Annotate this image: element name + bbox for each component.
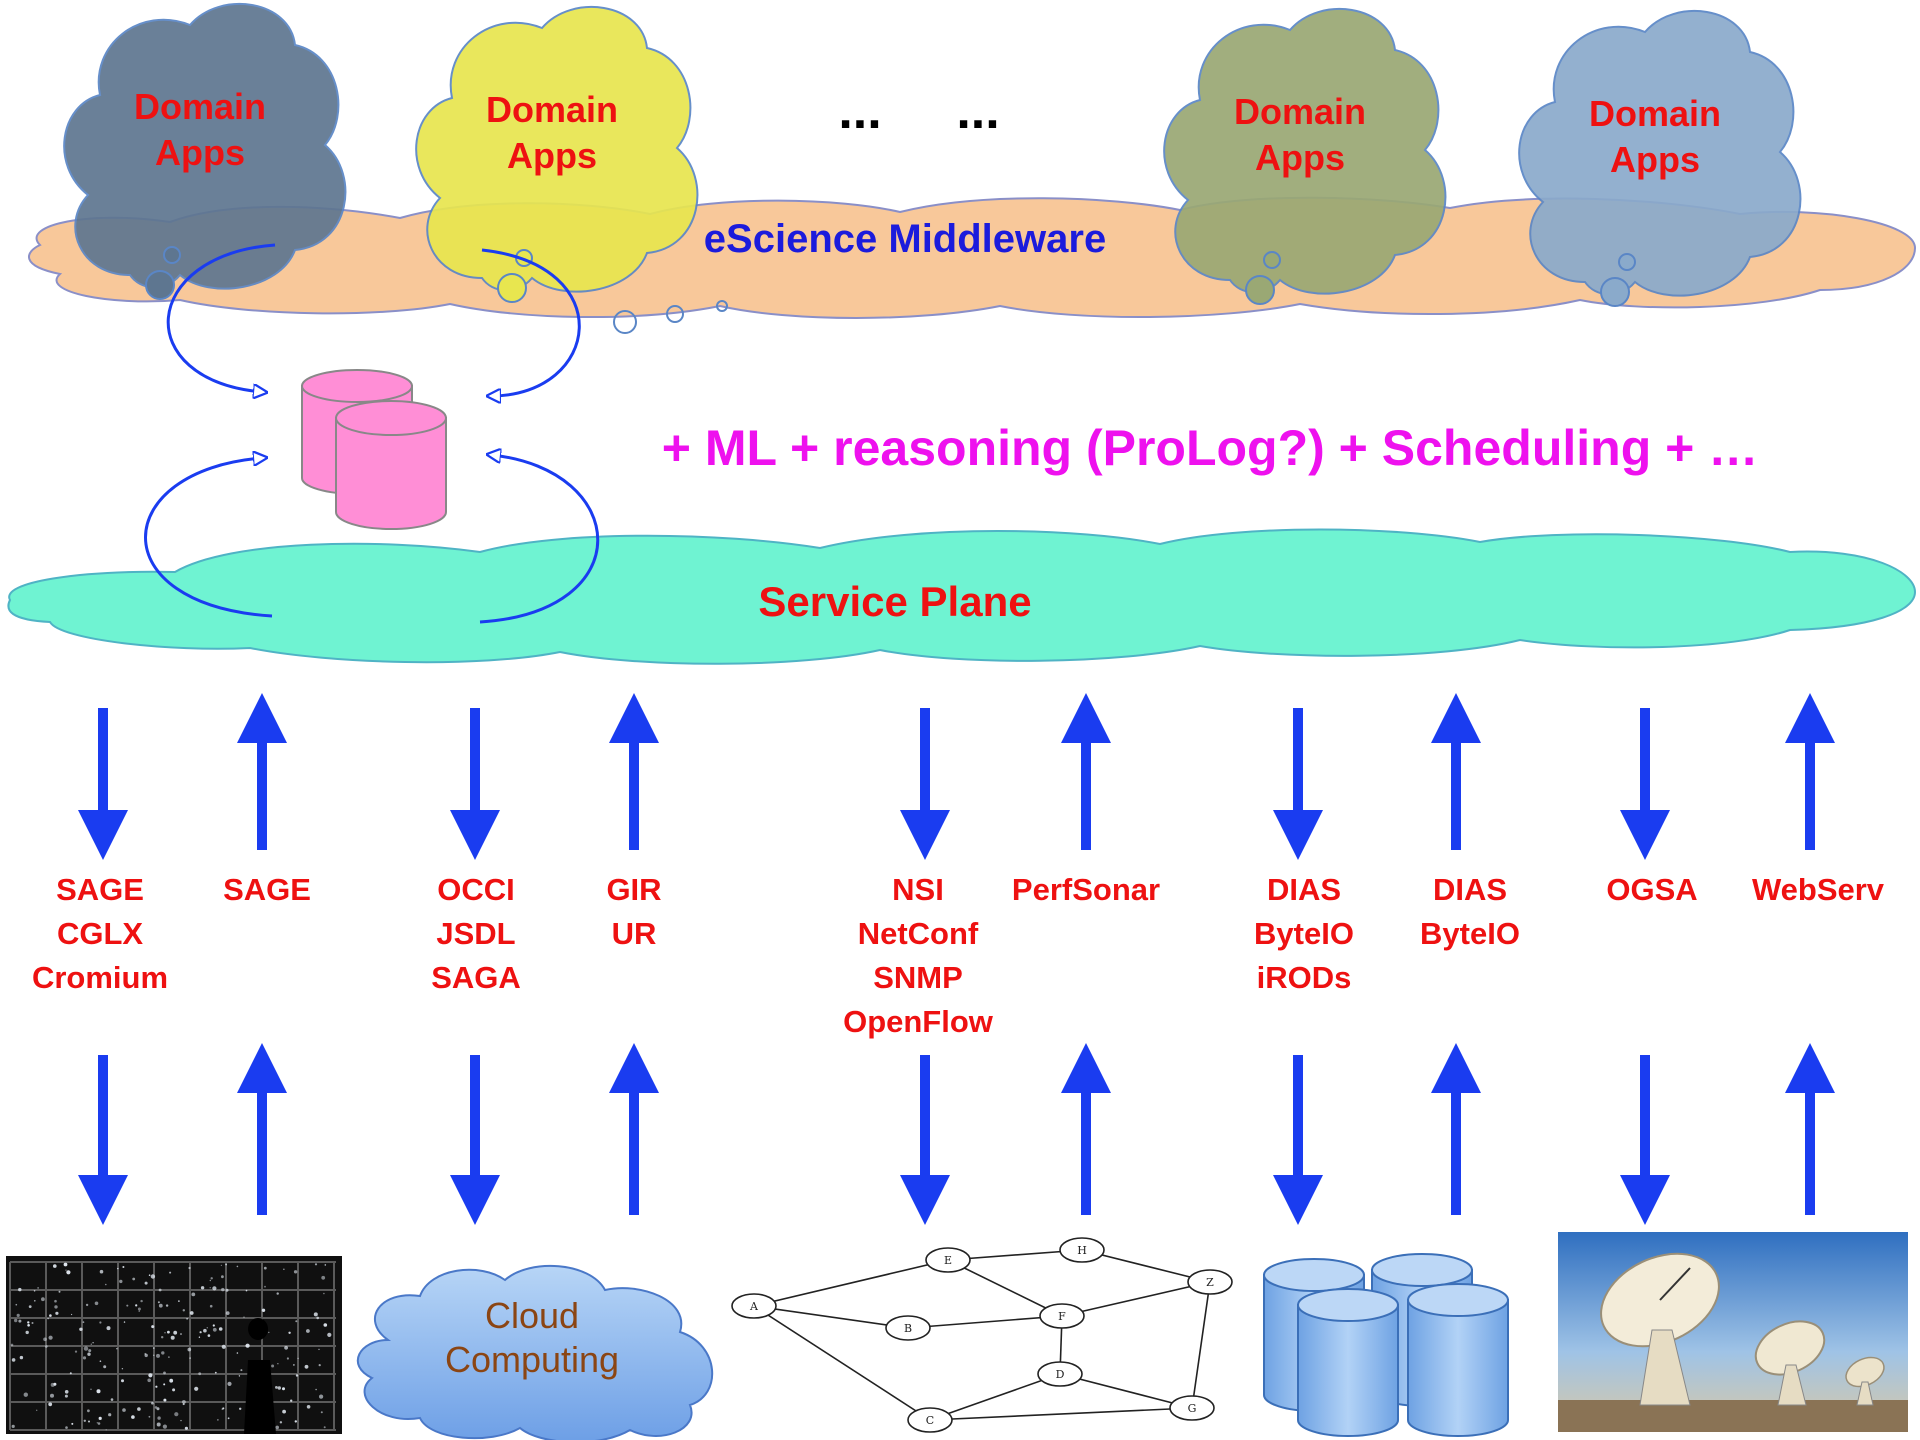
database-front: [335, 400, 447, 530]
reasoning-label: + ML + reasoning (ProLog?) + Scheduling …: [662, 420, 1758, 476]
bubble: [716, 300, 728, 312]
protocol-label: ByteIO: [1254, 916, 1354, 951]
protocol-label: CGLX: [57, 916, 143, 951]
domain-app-label-line1: Domain: [134, 86, 266, 127]
feedback-arrows: [144, 243, 600, 624]
domain-app-label-line2: Apps: [507, 135, 597, 176]
storage-cylinder-front-left: [1297, 1288, 1399, 1437]
protocol-label: Cromium: [32, 960, 168, 995]
graph-edge: [1191, 1281, 1211, 1409]
satellite-dish-large: [1600, 1252, 1720, 1406]
person-silhouette: [244, 1318, 276, 1434]
tiled-display-photo: [6, 1256, 342, 1434]
protocol-label: NetConf: [858, 916, 979, 951]
protocol-labels: SAGE CGLX Cromium SAGE OCCI JSDL SAGA GIR UR NSI N…: [32, 872, 1885, 1039]
storage-cylinder-front-right: [1407, 1283, 1509, 1437]
protocol-label: GIR: [606, 872, 661, 907]
protocol-label: SAGE: [56, 872, 144, 907]
graph-edge: [1061, 1281, 1211, 1317]
domain-app-label-line1: Domain: [1589, 93, 1721, 134]
service-plane-label: Service Plane: [758, 578, 1031, 625]
protocol-label: OpenFlow: [843, 1004, 994, 1039]
graph-edge: [753, 1305, 931, 1421]
bubble: [666, 305, 684, 323]
svg-text:C: C: [926, 1414, 934, 1427]
cloud-computing-line1: Cloud: [485, 1295, 579, 1336]
network-graph: A B C D E F G H Z: [731, 1237, 1233, 1433]
domain-app-label-line1: Domain: [486, 89, 618, 130]
graph-node-g: G: [1169, 1395, 1215, 1421]
svg-text:B: B: [904, 1322, 912, 1335]
ellipsis-left: ...: [838, 82, 881, 140]
domain-app-label-line2: Apps: [155, 132, 245, 173]
svg-text:H: H: [1077, 1244, 1087, 1257]
satellite-dish-small: [1845, 1356, 1885, 1406]
cloud-computing-line2: Computing: [445, 1339, 619, 1380]
graph-node-a: A: [731, 1293, 777, 1319]
svg-text:Z: Z: [1206, 1276, 1214, 1289]
protocol-label: SNMP: [873, 960, 963, 995]
svg-text:A: A: [749, 1300, 759, 1313]
protocol-label: DIAS: [1267, 872, 1341, 907]
graph-node-f: F: [1039, 1303, 1085, 1329]
service-plane-cloud: Service Plane: [7, 528, 1917, 665]
knowledge-databases: [301, 369, 447, 530]
graph-edge: [1059, 1373, 1193, 1409]
graph-node-d: D: [1037, 1361, 1083, 1387]
graph-edge: [947, 1259, 1063, 1317]
svg-text:E: E: [944, 1254, 952, 1267]
domain-app-label-line2: Apps: [1610, 139, 1700, 180]
graph-edge: [753, 1305, 909, 1329]
storage-cylinders: [1263, 1253, 1509, 1437]
protocol-label: iRODs: [1257, 960, 1352, 995]
protocol-label: SAGA: [431, 960, 521, 995]
curved-arrow-bottom-right: [479, 455, 600, 624]
protocol-label: ByteIO: [1420, 916, 1520, 951]
graph-edge: [929, 1373, 1061, 1421]
graph-node-e: E: [925, 1247, 971, 1273]
ellipsis-right: ...: [956, 82, 999, 140]
graph-edge: [753, 1259, 949, 1307]
curved-arrow-bottom-left: [144, 458, 273, 618]
graph-edge: [1081, 1249, 1211, 1283]
protocol-label: PerfSonar: [1012, 872, 1160, 907]
domain-app-label-line1: Domain: [1234, 91, 1366, 132]
satellite-dish-medium: [1754, 1320, 1826, 1406]
graph-node-h: H: [1059, 1237, 1105, 1263]
svg-text:D: D: [1056, 1368, 1065, 1381]
curved-arrow-top-right: [481, 248, 581, 396]
protocol-label: OCCI: [437, 872, 515, 907]
protocol-arrows: [78, 693, 1835, 1225]
graph-node-z: Z: [1187, 1269, 1233, 1295]
graph-node-c: C: [907, 1407, 953, 1433]
curved-arrow-top-left: [166, 243, 276, 392]
graph-node-b: B: [885, 1315, 931, 1341]
protocol-label: SAGE: [223, 872, 311, 907]
protocol-label: NSI: [892, 872, 944, 907]
svg-text:F: F: [1058, 1310, 1066, 1323]
protocol-label: WebServ: [1752, 872, 1885, 907]
bubble: [613, 310, 637, 334]
svg-text:G: G: [1188, 1402, 1197, 1415]
protocol-label: UR: [612, 916, 657, 951]
graph-edge: [929, 1407, 1193, 1421]
protocol-label: DIAS: [1433, 872, 1507, 907]
radio-telescope-photo: [1558, 1232, 1908, 1432]
domain-app-label-line2: Apps: [1255, 137, 1345, 178]
protocol-label: JSDL: [436, 916, 515, 951]
middleware-label: eScience Middleware: [704, 217, 1106, 261]
graph-edge: [907, 1315, 1063, 1329]
protocol-label: OGSA: [1606, 872, 1697, 907]
cloud-computing-resource: Cloud Computing: [356, 1264, 714, 1440]
